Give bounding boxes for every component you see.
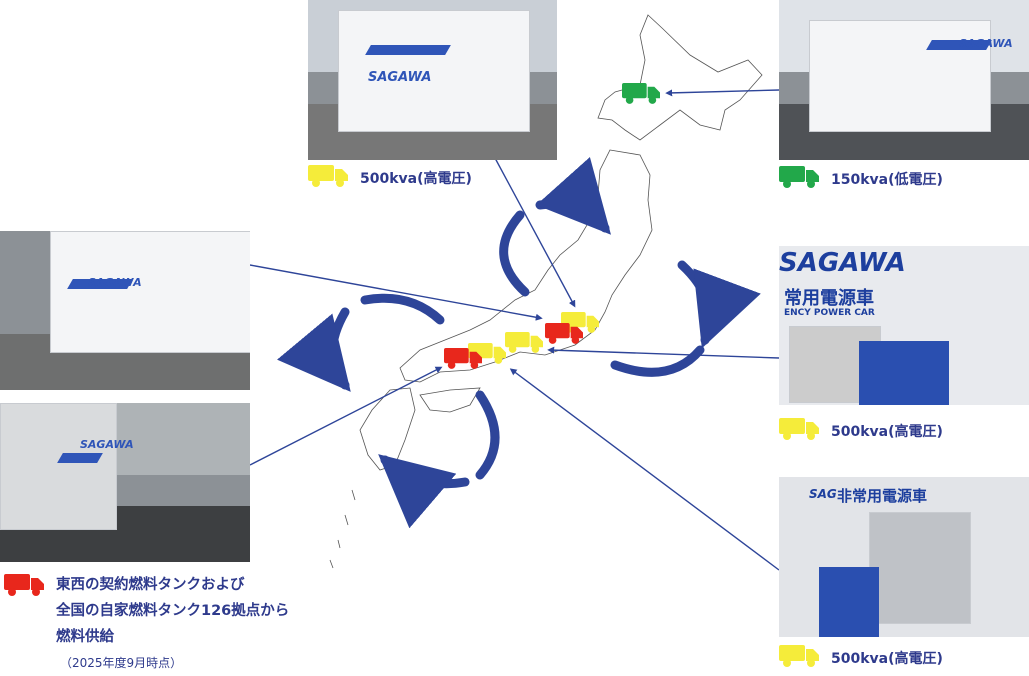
shikoku: [419, 387, 481, 413]
map-red-truck-icon: [545, 323, 583, 344]
okinawa-islands: [329, 489, 356, 569]
capacity-label-right-bottom: 500kva(高電圧): [779, 645, 943, 671]
rotation-arrow-icon: [610, 345, 705, 377]
map-green-truck-icon: [622, 83, 660, 104]
red-tanker-truck-icon: [4, 574, 44, 600]
map-yellow-truck-icon: [505, 332, 543, 353]
hokkaido: [597, 14, 763, 141]
green-truck-icon: [779, 166, 831, 192]
connector-top-center: [494, 157, 576, 308]
rotation-arrows: [277, 157, 761, 529]
photo-power-car-panel: SAGAWA 常用電源車 ENCY POWER CAR: [779, 246, 1029, 405]
rotation-arrow-icon: [475, 390, 500, 480]
rotation-arrow-icon: [499, 210, 530, 297]
fuel-line-3: 燃料供給: [56, 629, 114, 645]
rotation-arrow-icon: [677, 260, 761, 349]
capacity-label-top-center: 500kva(高電圧): [308, 165, 472, 191]
map-red-truck-icon: [444, 348, 482, 369]
connector-left-top: [249, 264, 543, 321]
yellow-truck-icon: [308, 165, 360, 191]
yellow-truck-icon: [779, 645, 831, 671]
connector-right-bottom: [509, 368, 780, 571]
connector-lines: [249, 89, 780, 571]
yellow-truck-icon: [779, 418, 831, 444]
rotation-arrow-icon: [277, 307, 351, 392]
rotation-arrow-icon: [535, 157, 611, 235]
fuel-note: （2025年度9月時点）: [60, 656, 183, 670]
connector-top-right: [665, 89, 780, 97]
rotation-arrow-icon: [378, 454, 470, 529]
connector-right-middle: [547, 346, 780, 359]
fuel-line-1: 東西の契約燃料タンクおよび: [56, 577, 245, 593]
photo-refueling-2: SAGAWA: [0, 403, 250, 562]
fuel-line-2: 全国の自家燃料タンク126拠点から: [56, 603, 290, 619]
photo-power-truck-150kva: SAGAWA: [779, 0, 1029, 160]
photo-power-truck-500kva-top: SAGAWA: [308, 0, 557, 160]
photo-refueling-1: SAGAWA: [0, 231, 250, 390]
rotation-arrow-icon: [360, 293, 445, 325]
capacity-label-right-middle: 500kva(高電圧): [779, 418, 943, 444]
photo-power-car-operator: SAG 非常用電源車: [779, 477, 1029, 637]
capacity-label-top-right: 150kva(低電圧): [779, 166, 943, 192]
connector-left-bottom: [249, 366, 443, 466]
